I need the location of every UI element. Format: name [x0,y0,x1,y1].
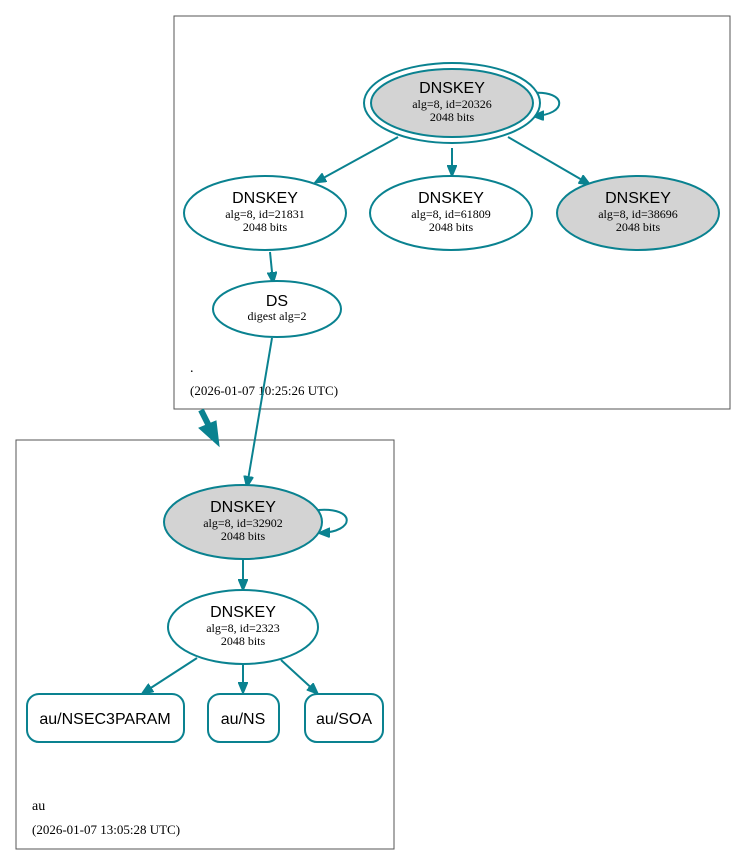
node-digest-info: digest alg=2 [247,309,306,323]
node-title: DNSKEY [210,604,276,621]
node-key-info: alg=8, id=21831 [225,207,305,221]
edge-zsk-to-nsec3param [143,657,198,693]
edge-root-ksk-self [532,91,561,116]
delegation-arrowhead [198,420,220,448]
node-key-info: alg=8, id=32902 [203,516,283,530]
rrset-label: au/NSEC3PARAM [39,711,170,728]
zone-name-root: . [190,361,194,376]
rrset-label: au/NS [221,711,265,728]
node-key-size: 2048 bits [430,110,475,124]
edge-21831-to-ds [270,251,273,282]
edge-ds-to-au-ksk [247,337,273,486]
dnskey-node-61809[interactable]: DNSKEY alg=8, id=61809 2048 bits [369,175,533,251]
node-title: DNSKEY [232,190,298,207]
node-key-info: alg=8, id=20326 [412,97,492,111]
node-key-size: 2048 bits [221,634,266,648]
edge-ksk-to-38696 [507,136,589,184]
node-title: DNSKEY [419,80,485,97]
edge-zsk-to-soa [280,659,317,693]
rrset-node-soa[interactable]: au/SOA [304,693,384,743]
rrset-node-nsec3param[interactable]: au/NSEC3PARAM [26,693,185,743]
node-title: DS [266,293,288,310]
ds-node[interactable]: DS digest alg=2 [212,280,342,338]
rrset-label: au/SOA [316,711,372,728]
node-key-size: 2048 bits [221,529,266,543]
dnskey-node-2323[interactable]: DNSKEY alg=8, id=2323 2048 bits [167,589,319,665]
edge-au-ksk-self [318,508,348,533]
node-key-info: alg=8, id=2323 [206,621,280,635]
node-key-info: alg=8, id=61809 [411,207,491,221]
edge-ksk-to-21831 [316,136,399,182]
node-key-info: alg=8, id=38696 [598,207,678,221]
node-title: DNSKEY [210,499,276,516]
node-key-size: 2048 bits [616,220,661,234]
zone-name-au: au [32,799,45,814]
dnskey-node-20326[interactable]: DNSKEY alg=8, id=20326 2048 bits [363,62,541,144]
dnskey-node-38696[interactable]: DNSKEY alg=8, id=38696 2048 bits [556,175,720,251]
zone-timestamp-au: (2026-01-07 13:05:28 UTC) [32,822,180,837]
rrset-node-ns[interactable]: au/NS [207,693,280,743]
dnskey-node-32902[interactable]: DNSKEY alg=8, id=32902 2048 bits [163,484,323,560]
node-key-size: 2048 bits [429,220,474,234]
node-title: DNSKEY [418,190,484,207]
node-title: DNSKEY [605,190,671,207]
node-key-size: 2048 bits [243,220,288,234]
dnskey-node-21831[interactable]: DNSKEY alg=8, id=21831 2048 bits [183,175,347,251]
